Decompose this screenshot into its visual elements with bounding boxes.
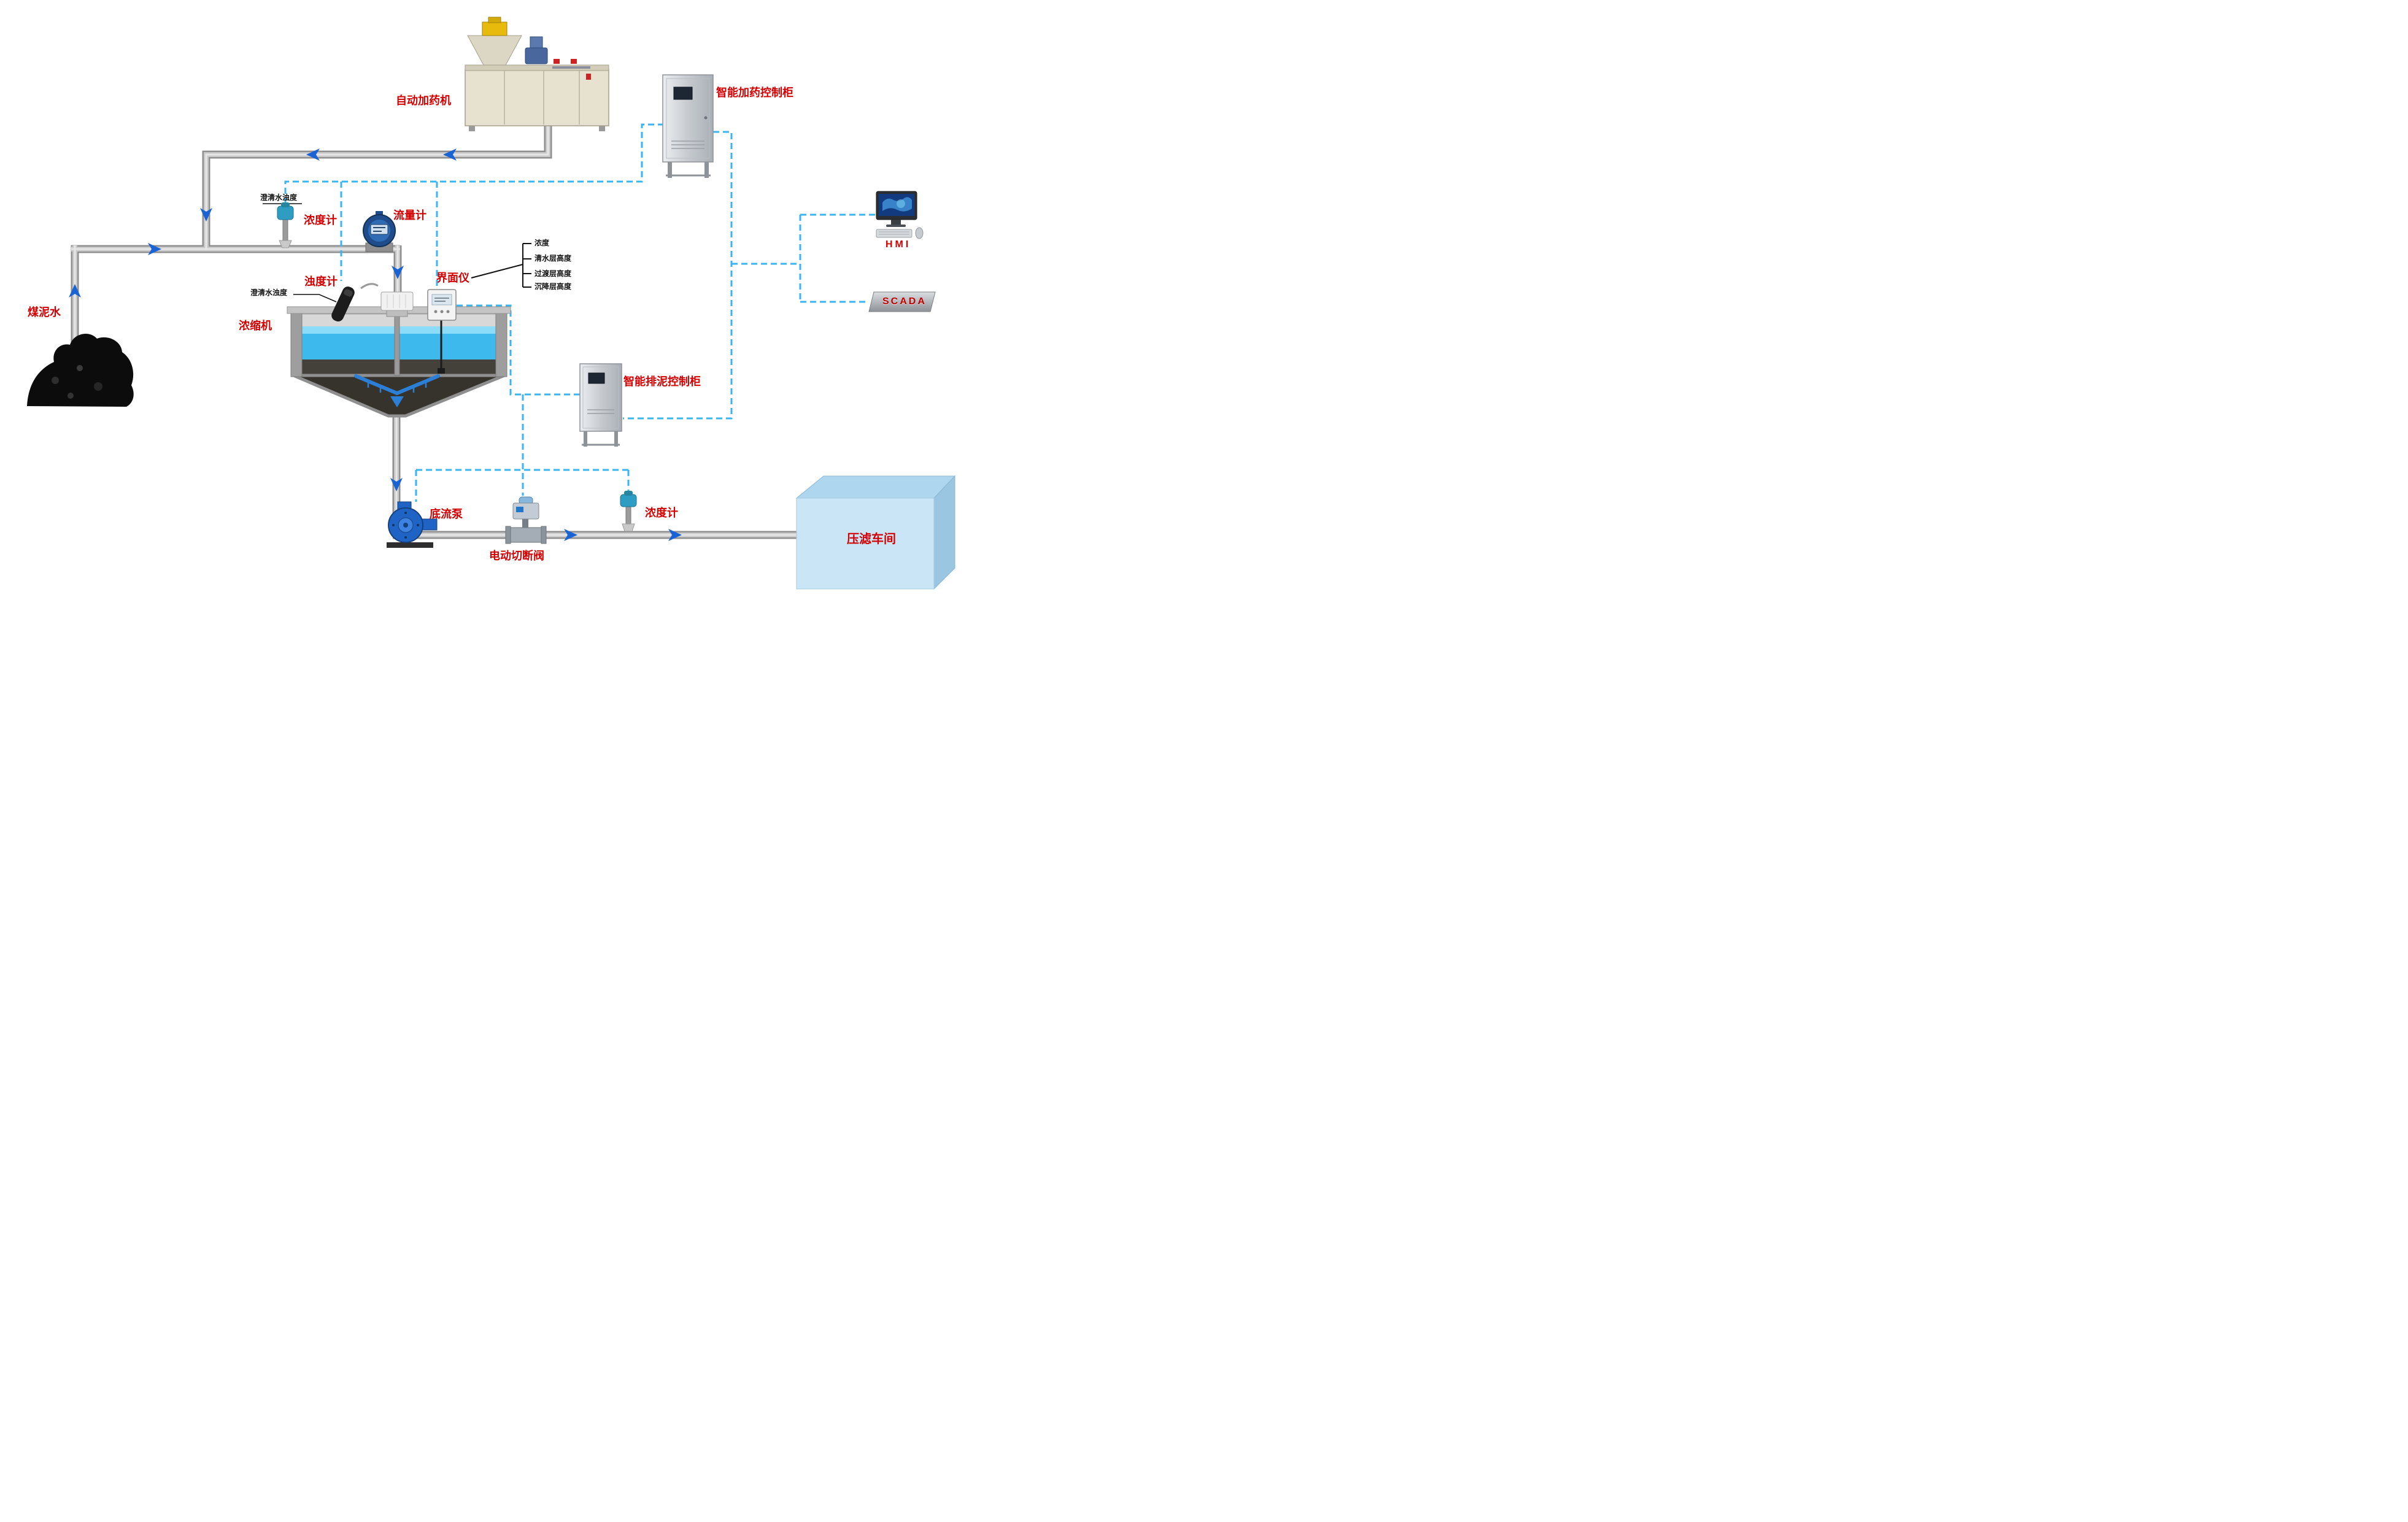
underflow-pump-label: 底流泵 xyxy=(430,508,463,520)
electric-valve-graphic xyxy=(505,496,547,544)
flow-meter-graphic xyxy=(363,211,396,252)
electric-valve-label: 电动切断阀 xyxy=(489,550,544,562)
density-meter-bottom-graphic xyxy=(620,491,637,532)
coal-pile-graphic xyxy=(27,333,134,407)
interface-param-settling-layer: 沉降层高度 xyxy=(534,282,572,291)
dosing-cabinet-graphic xyxy=(662,74,714,178)
interface-param-clear-layer: 清水层高度 xyxy=(534,254,572,263)
mud-cabinet-label: 智能排泥控制柜 xyxy=(623,375,701,388)
density-meter-top-graphic xyxy=(277,202,294,248)
signal-network xyxy=(284,123,875,502)
interface-meter-graphic xyxy=(427,289,457,374)
hmi-computer-graphic xyxy=(876,191,924,239)
coal-slurry-label: 煤泥水 xyxy=(28,306,61,318)
clarified-turbidity-top-label: 澄清水浊度 xyxy=(260,193,298,202)
filter-press-label: 压滤车间 xyxy=(847,532,896,546)
density-meter-top-label: 浓度计 xyxy=(304,214,337,226)
dosing-cabinet-label: 智能加药控制柜 xyxy=(716,86,793,99)
scada-badge xyxy=(868,291,936,312)
diagram-canvas xyxy=(27,17,956,590)
thickener-label: 浓缩机 xyxy=(239,320,272,332)
dosing-machine-label: 自动加药机 xyxy=(396,94,451,107)
turbidity-meter-label: 浊度计 xyxy=(304,275,338,288)
interface-param-density: 浓度 xyxy=(534,239,550,247)
density-meter-bottom-label: 浓度计 xyxy=(645,507,678,519)
scada-label: SCADA xyxy=(882,296,927,307)
turbidity-meter-graphic xyxy=(331,283,379,322)
interface-meter-label: 界面仪 xyxy=(436,272,469,284)
hmi-label: HMI xyxy=(886,239,911,250)
process-flow-diagram: 自动加药机 智能加药控制柜 HMI SCADA 煤泥水 澄清水浊度 浓度计 流量… xyxy=(0,0,963,609)
mud-cabinet-graphic xyxy=(579,363,622,447)
filter-press-graphic xyxy=(795,475,956,590)
dosing-machine-graphic xyxy=(465,17,609,131)
thickener-graphic xyxy=(287,291,511,418)
interface-param-bracket xyxy=(471,243,531,288)
underflow-pump-graphic xyxy=(387,501,438,548)
clarified-turbidity-side-label: 澄清水浊度 xyxy=(250,288,288,297)
flow-meter-label: 流量计 xyxy=(393,209,426,221)
interface-param-transition-layer: 过渡层高度 xyxy=(534,269,572,278)
